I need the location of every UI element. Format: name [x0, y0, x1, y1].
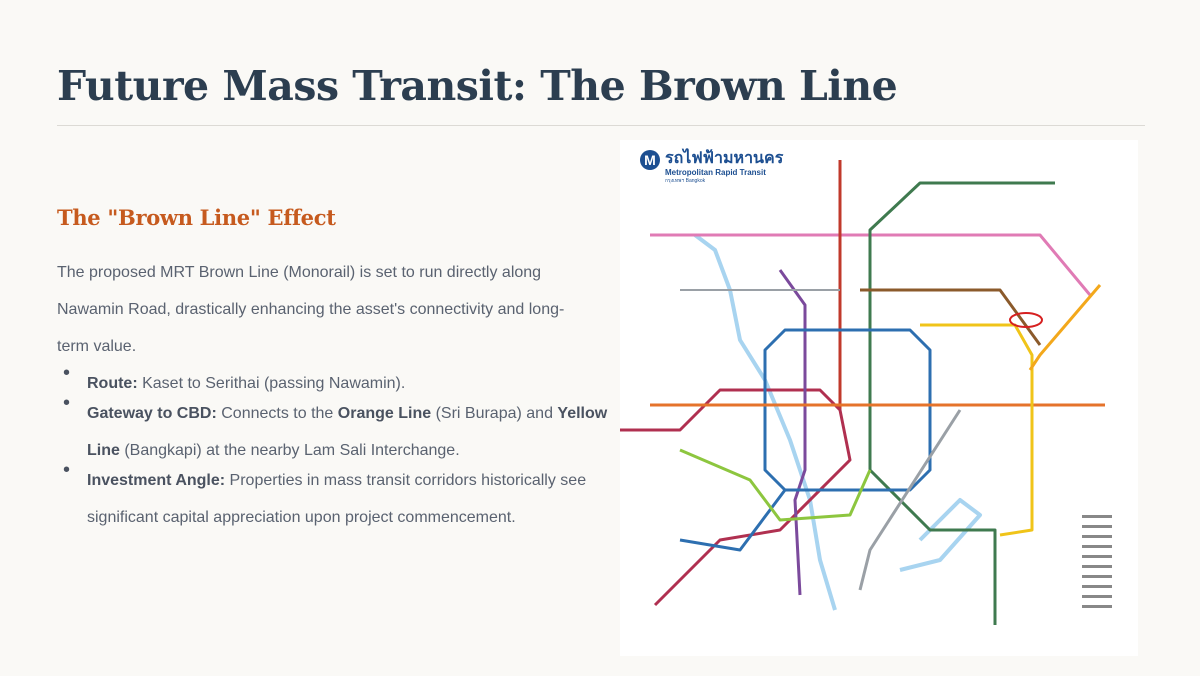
mrt-logo-icon: M	[640, 150, 660, 170]
section-heading: The "Brown Line" Effect	[57, 205, 336, 230]
yellow-line	[920, 323, 1034, 537]
highlight-circle	[1009, 312, 1043, 328]
bullet-text: Properties in mass transit corridors his…	[87, 472, 587, 526]
logo-city: กรุงเทพฯ Bangkok	[665, 178, 706, 184]
orange-line-label: Orange Line	[337, 405, 432, 422]
bullet-text: Connects to the	[216, 405, 338, 422]
map-legend	[1082, 515, 1112, 608]
bullet-label: Gateway to CBD:	[87, 405, 217, 422]
page-title: Future Mass Transit: The Brown Line	[57, 62, 898, 110]
logo-english: Metropolitan Rapid Transit	[665, 168, 766, 177]
dark-red-line	[620, 388, 852, 607]
bullet-route: Route: Kaset to Serithai (passing Nawami…	[63, 355, 617, 402]
light-green-line	[679, 448, 872, 522]
mrt-logo: M รถไฟฟ้ามหานคร Metropolitan Rapid Trans…	[640, 150, 783, 185]
gold-line	[1028, 284, 1102, 371]
river-loop	[899, 498, 982, 572]
logo-thai: รถไฟฟ้ามหานคร	[665, 150, 784, 167]
brown-line	[860, 288, 1042, 346]
bullet-label: Investment Angle:	[87, 472, 226, 489]
bullet-label: Route:	[87, 375, 138, 392]
bullet-text: (Bangkapi) at the nearby Lam Sali Interc…	[119, 442, 460, 459]
bullet-text: (Sri Burapa) and	[431, 405, 558, 422]
bullet-text: Kaset to Serithai (passing Nawamin).	[137, 375, 406, 392]
purple-line	[778, 269, 807, 596]
blue-line	[763, 328, 932, 492]
transit-map: M รถไฟฟ้ามหานคร Metropolitan Rapid Trans…	[620, 140, 1138, 656]
blue-line-ext	[679, 489, 787, 552]
transit-map-lines	[620, 160, 1112, 625]
bullet-list: Route: Kaset to Serithai (passing Nawami…	[57, 355, 617, 529]
yellow-line-label: Yellow Line	[87, 405, 608, 459]
title-divider	[57, 125, 1145, 126]
intro-paragraph: The proposed MRT Brown Line (Monorail) i…	[57, 264, 565, 355]
pink-line	[650, 233, 1092, 296]
grey-line	[858, 409, 962, 591]
bullet-investment: Investment Angle: Properties in mass tra…	[63, 452, 617, 536]
bullet-gateway: Gateway to CBD: Connects to the Orange L…	[63, 385, 617, 469]
